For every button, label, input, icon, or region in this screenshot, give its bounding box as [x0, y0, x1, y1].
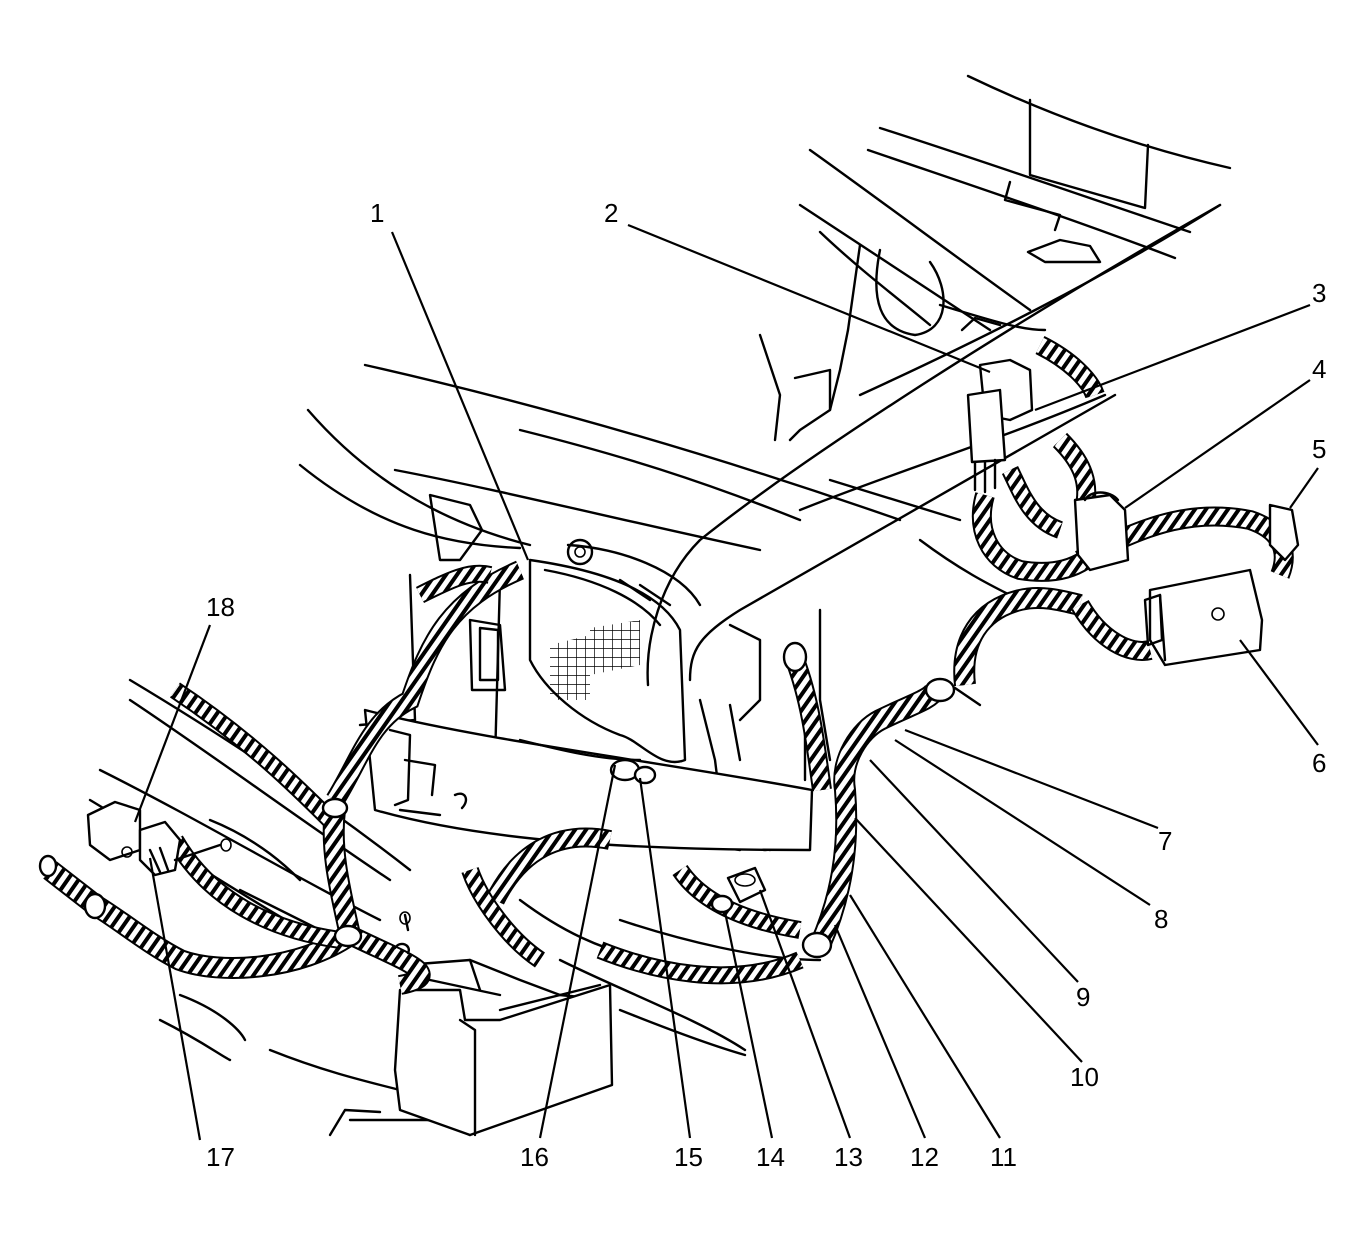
- callout-10: 10: [1070, 1062, 1099, 1092]
- relay-center-module: [518, 558, 687, 764]
- callout-17: 17: [206, 1142, 235, 1172]
- control-module: [1143, 568, 1264, 667]
- sensor-bulb: [710, 866, 767, 914]
- callout-18: 18: [206, 592, 235, 622]
- callout-14: 14: [756, 1142, 785, 1172]
- wiring-harness: [43, 336, 1294, 995]
- callout-16: 16: [520, 1142, 549, 1172]
- callout-13: 13: [834, 1142, 863, 1172]
- callout-5: 5: [1312, 434, 1326, 464]
- overlay-lines: [646, 203, 1222, 687]
- callout-11: 11: [990, 1142, 1017, 1172]
- callout-4: 4: [1312, 354, 1326, 384]
- callout-1: 1: [370, 198, 384, 228]
- callout-leaders: [133, 223, 1319, 1141]
- callout-7: 7: [1158, 826, 1172, 856]
- harness-clips: [38, 641, 982, 959]
- bracket-panel: [363, 708, 814, 852]
- connector-right: [1073, 491, 1300, 572]
- callout-15: 15: [674, 1142, 703, 1172]
- callout-9: 9: [1076, 982, 1090, 1012]
- callout-3: 3: [1312, 278, 1326, 308]
- callout-12: 12: [910, 1142, 939, 1172]
- callout-8: 8: [1154, 904, 1168, 934]
- callout-2: 2: [604, 198, 618, 228]
- callout-labels: 1 2 3 4 5 6 7 8 9 10 11 12 13 14 15 16 1…: [206, 198, 1326, 1172]
- callout-6: 6: [1312, 748, 1326, 778]
- connector-upper: [966, 358, 1034, 494]
